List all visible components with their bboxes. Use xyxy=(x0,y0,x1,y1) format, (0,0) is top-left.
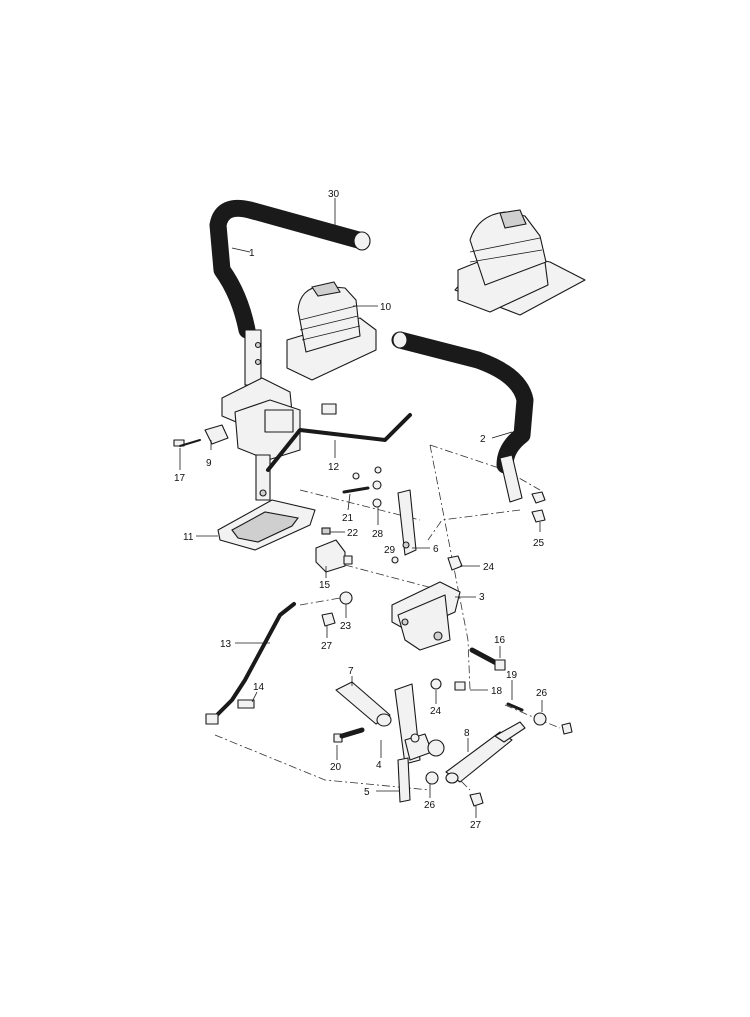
small-hardware-21-28-29 xyxy=(342,466,399,564)
callout-4: 4 xyxy=(376,760,382,771)
left-control-housing xyxy=(221,377,301,501)
right-boot-assembly xyxy=(454,209,586,316)
leader-lines xyxy=(179,198,543,818)
callout-27-lower: 27 xyxy=(470,820,482,831)
parts-19-26-27-right xyxy=(506,702,573,735)
callout-21: 21 xyxy=(342,513,354,524)
part-12-rod xyxy=(266,403,412,472)
parts-26-27-lower xyxy=(425,771,484,807)
callout-30: 30 xyxy=(328,189,340,200)
callout-24-upper: 24 xyxy=(483,562,495,573)
callout-25: 25 xyxy=(533,538,545,549)
callout-15: 15 xyxy=(319,580,331,591)
part-10-boot xyxy=(286,281,377,381)
part-11-gasket xyxy=(217,499,316,551)
callout-17: 17 xyxy=(174,473,186,484)
callout-6: 6 xyxy=(433,544,439,555)
callout-26-upper: 26 xyxy=(536,688,548,699)
part-15-connector xyxy=(315,539,353,573)
callout-19: 19 xyxy=(506,670,518,681)
callout-10: 10 xyxy=(380,302,392,313)
part-14-rod-end xyxy=(237,699,255,709)
part-22-screw xyxy=(321,527,331,535)
callout-29: 29 xyxy=(384,545,396,556)
part-20-bolt xyxy=(333,727,365,743)
part-6-lever xyxy=(397,489,417,556)
callout-2: 2 xyxy=(480,434,486,445)
part-17-bolt xyxy=(173,439,201,447)
part-9-clip xyxy=(204,424,229,445)
part-4-5-lever-assembly xyxy=(394,683,445,803)
nuts-23-27 xyxy=(321,591,353,627)
part-3-bracket xyxy=(391,581,461,651)
right-handle-bar xyxy=(391,331,534,503)
callout-11: 11 xyxy=(183,532,194,543)
callout-22: 22 xyxy=(347,528,359,539)
callout-16: 16 xyxy=(494,635,506,646)
callout-1: 1 xyxy=(249,248,255,259)
part-7-sleeve xyxy=(335,681,392,727)
callout-5: 5 xyxy=(364,787,370,798)
callout-7: 7 xyxy=(348,666,354,677)
callout-3: 3 xyxy=(479,592,485,603)
part-8-damper xyxy=(445,721,526,784)
callout-18: 18 xyxy=(491,686,503,697)
callout-23: 23 xyxy=(340,621,352,632)
callout-24-lower: 24 xyxy=(430,706,442,717)
callout-14: 14 xyxy=(253,682,265,693)
part-13-long-rod xyxy=(205,602,296,725)
callout-12: 12 xyxy=(328,462,340,473)
callout-20: 20 xyxy=(330,762,342,773)
callout-9: 9 xyxy=(206,458,212,469)
callout-27-upper: 27 xyxy=(321,641,333,652)
nuts-24-25 xyxy=(447,491,546,571)
callout-28: 28 xyxy=(372,529,384,540)
callout-13: 13 xyxy=(220,639,232,650)
callout-26-lower: 26 xyxy=(424,800,436,811)
callout-8: 8 xyxy=(464,728,470,739)
callout-labels: 30 1 10 2 9 17 12 11 22 21 28 29 6 24 25… xyxy=(174,189,548,831)
part-16-bolt xyxy=(469,647,506,671)
parts-18-24 xyxy=(430,678,466,691)
